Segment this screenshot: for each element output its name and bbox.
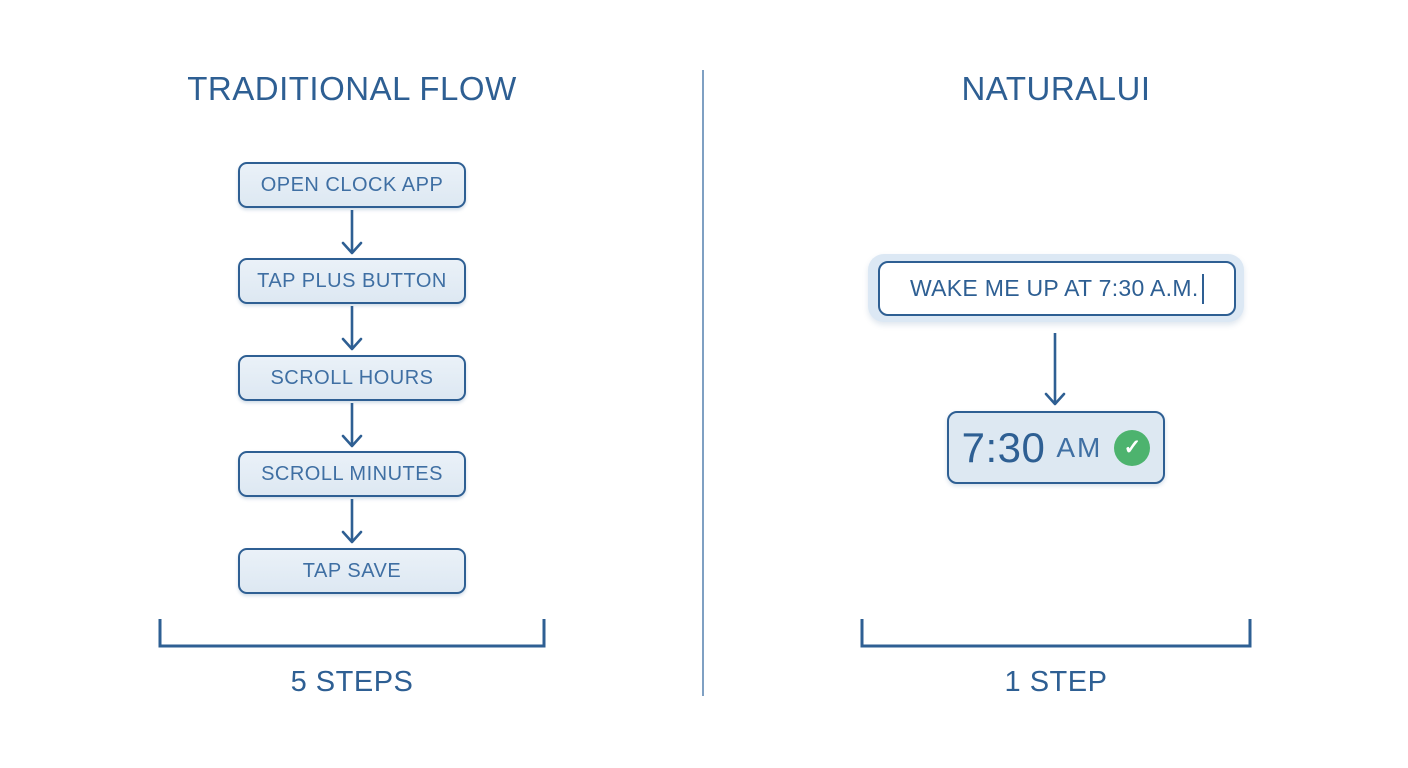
steps-count-label: 5 STEPS [290,666,414,698]
text-cursor [1201,273,1205,304]
alarm-time: 7:30 [961,423,1046,471]
natural-language-input: WAKE ME UP AT 7:30 A.M. [878,261,1236,316]
traditional-flow-panel: TRADITIONAL FLOW OPEN CLOCK APP TAP PLUS… [158,70,546,698]
naturalui-title: NATURALUI [961,70,1151,107]
step-box-scroll-hours: SCROLL HOURS [238,355,466,401]
naturalui-panel: NATURALUI WAKE ME UP AT 7:30 A.M. 7:30 A… [704,0,1408,768]
step-box-tap-save: TAP SAVE [238,548,466,594]
step-box-open-clock-app: OPEN CLOCK APP [238,162,466,208]
down-arrow-icon [340,210,364,256]
alarm-result-chip: 7:30 AM ✓ [947,411,1165,484]
down-arrow-icon [1043,333,1067,407]
vertical-divider [702,70,704,696]
down-arrow-icon [340,306,364,352]
steps-bracket [158,619,546,649]
down-arrow-icon [340,403,364,449]
steps-count-label: 1 STEP [1004,666,1108,698]
down-arrow-icon [340,499,364,545]
traditional-flow-title: TRADITIONAL FLOW [187,70,517,107]
step-box-scroll-minutes: SCROLL MINUTES [238,451,466,497]
input-text: WAKE ME UP AT 7:30 A.M. [909,275,1199,301]
steps-bracket [860,619,1252,649]
step-box-tap-plus-button: TAP PLUS BUTTON [238,258,466,304]
success-check-icon: ✓ [1114,429,1151,466]
alarm-meridiem: AM [1056,431,1103,463]
